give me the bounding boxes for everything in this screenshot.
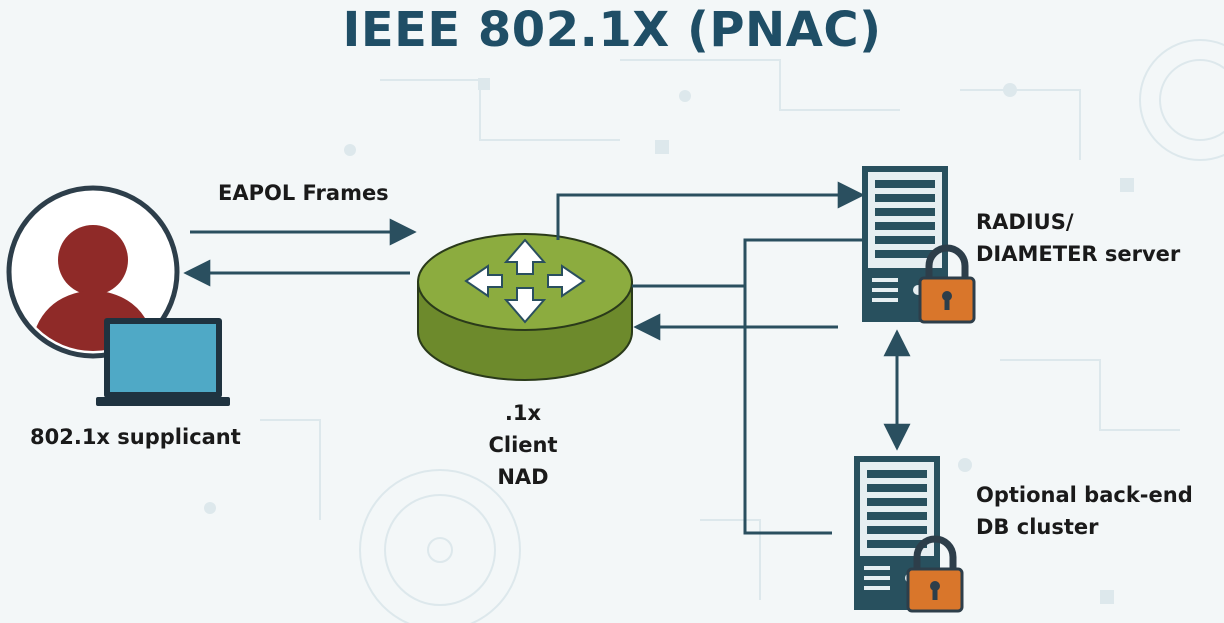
user-icon [6, 185, 180, 359]
supplicant-label: 802.1x supplicant [30, 425, 241, 449]
db-label-line2: DB cluster [976, 515, 1099, 539]
db-label-line1: Optional back-end [976, 483, 1193, 507]
nad-to-radius-arrow [556, 181, 865, 240]
nad-label-line2: Client [488, 433, 558, 457]
laptop-icon [96, 318, 230, 406]
radius-server-label: RADIUS/ DIAMETER server [976, 206, 1180, 270]
radius-label-line2: DIAMETER server [976, 242, 1181, 266]
nad-label-line3: NAD [497, 465, 549, 489]
page-title: IEEE 802.1X (PNAC) [342, 2, 882, 58]
lock-icon [906, 535, 964, 613]
nad-label-line1: .1x [504, 401, 542, 425]
nad-label: .1x Client NAD [460, 397, 586, 493]
router-icon [417, 233, 633, 381]
radius-to-nad-line [743, 238, 862, 535]
lock-icon [918, 244, 976, 324]
db-cluster-label: Optional back-end DB cluster [976, 479, 1193, 543]
eapol-frames-label: EAPOL Frames [218, 181, 389, 205]
radius-label-line1: RADIUS/ [976, 210, 1074, 234]
